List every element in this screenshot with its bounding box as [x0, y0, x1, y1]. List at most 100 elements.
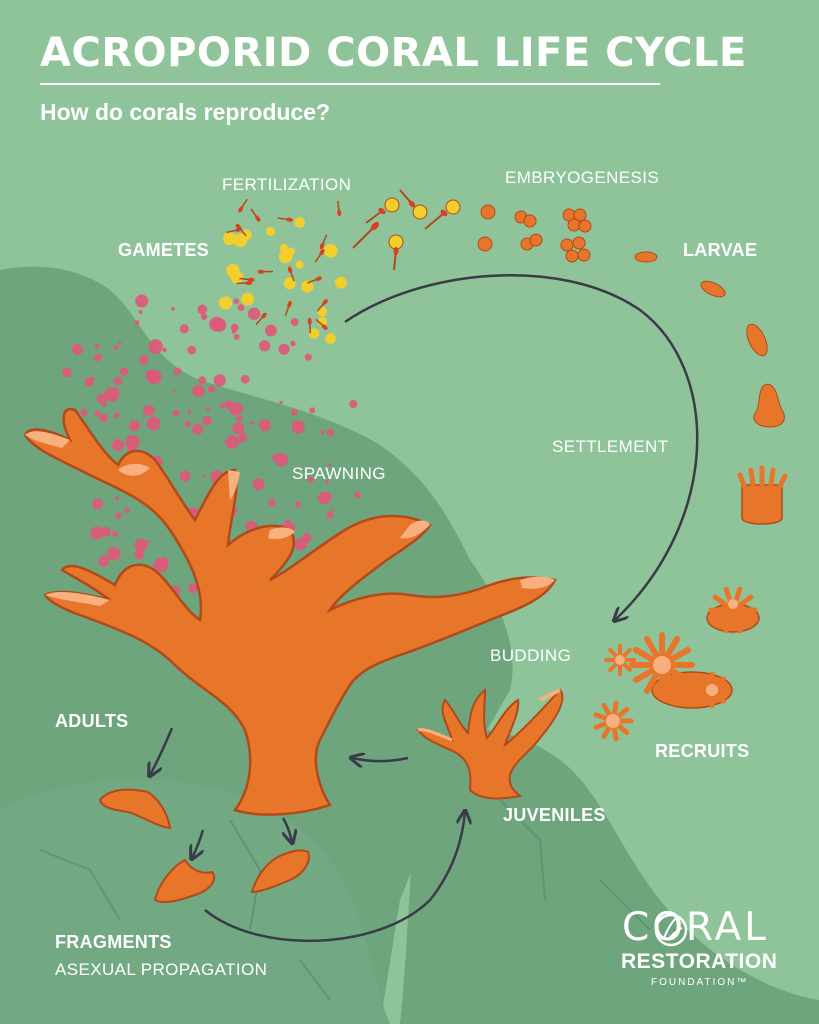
label-spawning: SPAWNING — [292, 464, 386, 483]
egg-bundle — [320, 429, 325, 434]
egg-bundle — [237, 304, 245, 312]
egg-bundle — [147, 369, 162, 385]
egg-bundle — [80, 409, 88, 417]
egg-bundle — [153, 557, 169, 573]
coral-fragments — [98, 788, 310, 904]
settlement-arrow — [344, 274, 699, 620]
egg-bundle — [187, 345, 197, 355]
sperm — [336, 200, 342, 217]
egg-bundle — [111, 530, 119, 538]
egg-bundle — [304, 353, 312, 361]
egg-bundle — [233, 298, 240, 304]
egg-bundle — [94, 343, 100, 349]
gamete-cloud — [218, 198, 347, 344]
egg-bundle — [113, 376, 123, 386]
sperm — [250, 208, 261, 222]
egg-bundle — [96, 393, 108, 405]
egg-bundle — [231, 329, 236, 334]
sperm — [287, 266, 295, 282]
egg-bundle — [205, 406, 210, 411]
egg-bundle — [188, 583, 198, 594]
egg-bundle — [100, 526, 111, 537]
egg-bundle — [238, 433, 247, 443]
egg — [325, 333, 336, 344]
egg-bundle — [247, 307, 261, 320]
egg-bundle — [135, 294, 149, 308]
egg-bundle — [84, 377, 94, 387]
egg-bundle — [233, 334, 240, 340]
egg-bundle — [354, 491, 362, 499]
egg-bundle — [249, 421, 254, 425]
egg-bundle — [290, 340, 295, 346]
egg-bundle — [240, 374, 250, 384]
label-asexual-propagation: ASEXUAL PROPAGATION — [55, 960, 268, 979]
egg-bundle — [327, 462, 332, 467]
egg-bundle — [290, 318, 299, 326]
egg-bundle — [94, 353, 102, 362]
label-larvae: LARVAE — [683, 240, 758, 260]
egg-bundle — [294, 538, 308, 551]
egg-bundle — [102, 402, 107, 408]
egg-bundle — [213, 374, 226, 387]
egg-bundle — [98, 555, 110, 567]
fragment-to-juvenile-arrow — [204, 812, 465, 943]
label-fragments: FRAGMENTS — [55, 932, 172, 952]
egg — [241, 292, 255, 306]
egg-bundle — [134, 538, 148, 552]
egg-bundle — [162, 347, 167, 353]
egg-bundle — [294, 501, 302, 508]
egg-bundle — [134, 549, 145, 560]
reef-rock-right — [400, 729, 819, 1024]
egg-bundle — [99, 413, 108, 423]
egg-bundle — [184, 421, 191, 428]
egg-bundle — [187, 410, 192, 414]
egg-bundle — [326, 428, 335, 437]
page-subtitle: How do corals reproduce? — [40, 99, 331, 125]
egg-bundle — [198, 376, 207, 385]
adult-coral-colony — [23, 407, 557, 816]
egg — [301, 280, 314, 293]
egg-bundle — [172, 389, 176, 393]
egg-bundle — [259, 340, 271, 352]
egg — [223, 231, 237, 246]
egg-bundle — [274, 452, 289, 467]
egg-bundle — [192, 384, 205, 398]
label-fertilization: FERTILIZATION — [222, 175, 352, 194]
cycle-arrows — [150, 274, 699, 943]
label-embryogenesis: EMBRYOGENESIS — [505, 168, 660, 187]
egg-bundle — [120, 367, 129, 376]
adult-to-fragment-arrow-2 — [192, 829, 205, 858]
sperm — [307, 317, 312, 334]
egg-bundle — [106, 546, 121, 561]
rock-cracks — [39, 799, 651, 1001]
recruit-polyps — [593, 586, 760, 742]
egg-bundle — [207, 385, 216, 393]
egg — [294, 217, 305, 228]
label-adults: ADULTS — [55, 711, 129, 731]
egg — [323, 243, 338, 258]
egg — [226, 263, 240, 278]
egg-bundle — [200, 313, 208, 320]
egg-bundle — [202, 474, 206, 478]
adult-to-fragment-arrow-3 — [283, 817, 292, 842]
logo-wordmark-restoration: RESTORATION — [621, 950, 778, 973]
sperm — [319, 234, 328, 250]
logo-wordmark-foundation: FOUNDATION™ — [651, 977, 749, 988]
egg — [279, 243, 288, 253]
egg-bundle — [172, 409, 180, 417]
egg — [283, 277, 296, 290]
fertilized-eggs — [352, 189, 461, 271]
egg-bundle — [325, 479, 329, 484]
sperm — [236, 280, 253, 286]
egg-bundle — [209, 316, 224, 332]
egg-bundle — [268, 498, 276, 507]
egg-bundle — [62, 367, 72, 378]
egg-bundle — [112, 439, 124, 452]
egg-bundle — [265, 324, 277, 337]
embryos — [477, 204, 592, 263]
egg — [308, 328, 320, 339]
egg-bundle — [278, 343, 290, 355]
egg-bundle — [147, 539, 151, 544]
label-settlement: SETTLEMENT — [552, 437, 669, 456]
